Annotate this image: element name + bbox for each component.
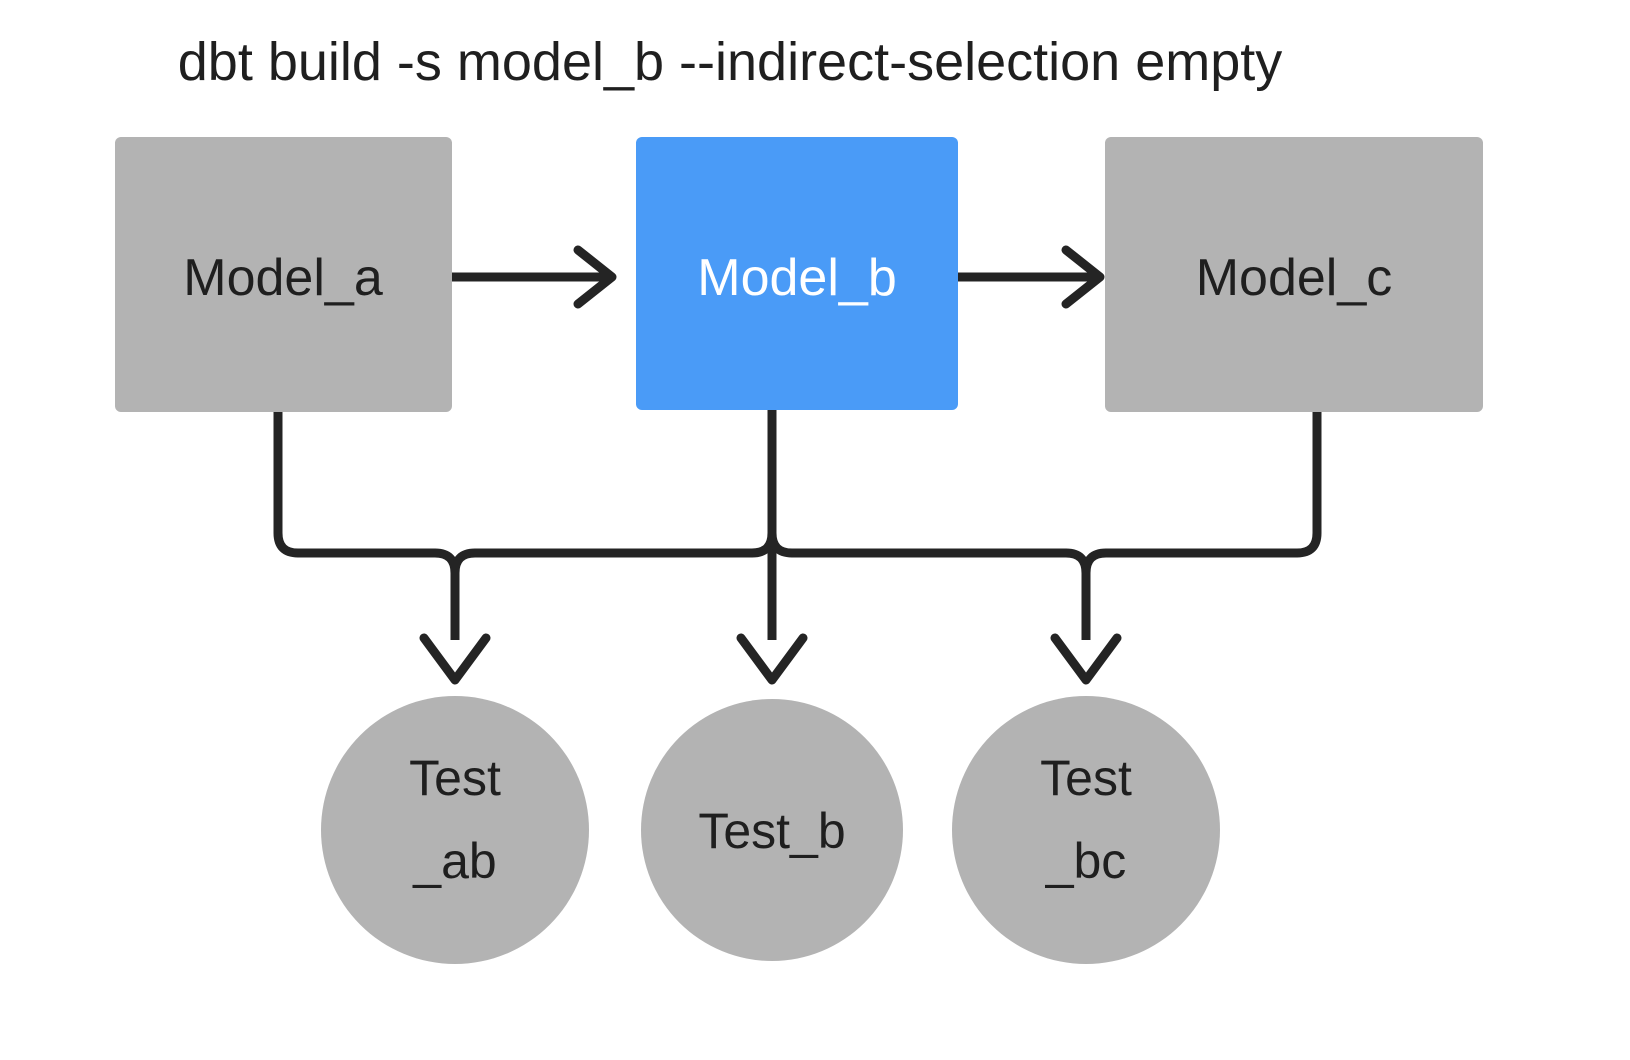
- arrowhead-right-icon: [1061, 245, 1105, 309]
- node-test-ab-label-line1: Test: [409, 750, 501, 806]
- node-model-c-label: Model_c: [1196, 249, 1393, 307]
- node-test-ab-label-line2: _ab: [412, 833, 496, 889]
- arrowhead-down-icon-test-b: [736, 633, 808, 685]
- node-test-bc[interactable]: Test _bc: [952, 696, 1220, 964]
- node-model-a-label: Model_a: [183, 249, 383, 307]
- node-model-b-shape[interactable]: [636, 137, 958, 410]
- edge-line: [450, 410, 777, 640]
- node-model-b-label: Model_b: [697, 249, 896, 307]
- node-model-b[interactable]: Model_b: [636, 137, 958, 410]
- node-model-a-shape[interactable]: [115, 137, 452, 412]
- edge-line: [767, 410, 1091, 640]
- node-test-bc-label-line1: Test: [1040, 750, 1132, 806]
- node-test-b-shape[interactable]: [641, 699, 903, 961]
- node-model-c[interactable]: Model_c: [1105, 137, 1483, 412]
- arrowhead-down-icon-test-ab: [419, 633, 491, 685]
- edge-model-a-to-model-b: [452, 245, 617, 309]
- node-test-bc-shape[interactable]: [952, 696, 1220, 964]
- edge-model-b-to-test-ab: [450, 410, 777, 640]
- node-model-c-shape[interactable]: [1105, 137, 1483, 412]
- edge-line: [273, 412, 460, 640]
- node-test-ab-shape[interactable]: [321, 696, 589, 964]
- edge-line: [1081, 412, 1322, 640]
- edge-model-a-to-test-ab: [273, 412, 460, 640]
- arrowhead-right-icon: [573, 245, 617, 309]
- node-test-b-label-line1: Test_b: [698, 803, 845, 859]
- node-test-bc-label-line2: _bc: [1045, 833, 1127, 889]
- edge-model-b-to-test-bc: [767, 410, 1091, 640]
- arrowhead-down-icon-test-bc: [1050, 633, 1122, 685]
- node-test-ab[interactable]: Test _ab: [321, 696, 589, 964]
- node-test-b[interactable]: Test_b: [641, 699, 903, 961]
- edge-model-b-to-model-c: [958, 245, 1105, 309]
- node-model-a[interactable]: Model_a: [115, 137, 452, 412]
- edge-model-c-to-test-bc: [1081, 412, 1322, 640]
- diagram-title: dbt build -s model_b --indirect-selectio…: [178, 32, 1283, 92]
